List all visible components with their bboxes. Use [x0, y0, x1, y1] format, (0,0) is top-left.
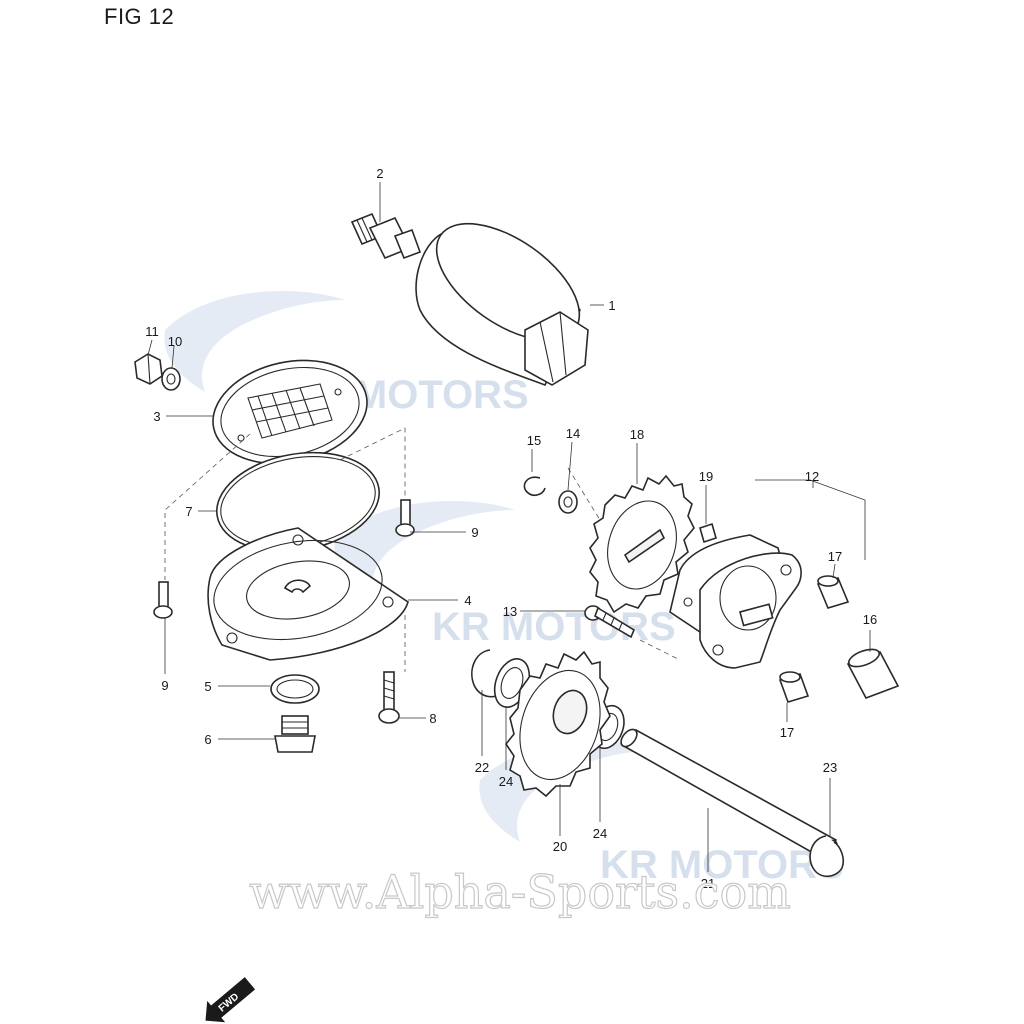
callout-8: 8: [429, 711, 436, 726]
callout-6: 6: [204, 732, 211, 747]
part-12-oil-pump: [669, 534, 802, 669]
part-21-shaft: [620, 728, 838, 860]
figure-title: FIG 12: [104, 4, 175, 29]
callout-19: 19: [699, 469, 713, 484]
part-14-washer: [558, 490, 578, 514]
callout-5: 5: [204, 679, 211, 694]
callout-23: 23: [823, 760, 837, 775]
part-16-dowel-pin: [846, 648, 900, 699]
part-9-bolt: [395, 499, 415, 537]
callout-1: 1: [608, 298, 615, 313]
part-17-dowel: [778, 671, 810, 703]
watermark-brand-text: KR MOTORS: [600, 843, 844, 887]
part-8-bolt: [378, 671, 400, 724]
fwd-arrow-icon: FWD: [205, 977, 256, 1023]
part-11-plug: [134, 353, 163, 385]
site-watermark-text: www.Alpha-Sports.com: [249, 865, 791, 919]
part-7-oring: [216, 451, 380, 553]
part-17-dowel: [816, 575, 850, 609]
part-1-oil-filter: [415, 222, 589, 387]
part-4-cover: [207, 527, 409, 661]
part-15-circlip: [523, 476, 546, 497]
part-9-bolt: [153, 581, 173, 619]
callout-17: 17: [780, 725, 794, 740]
callout-16: 16: [863, 612, 877, 627]
part-20-idle-gear: [505, 650, 611, 798]
callout-17: 17: [828, 549, 842, 564]
callout-11: 11: [145, 324, 159, 339]
callout-2: 2: [376, 166, 383, 181]
callout-4: 4: [464, 593, 471, 608]
callout-15: 15: [527, 433, 541, 448]
callout-7: 7: [185, 504, 192, 519]
callout-9: 9: [471, 525, 478, 540]
part-23-circlip: [809, 835, 845, 878]
assembly-guide-lines: [164, 427, 866, 672]
part-13-screw: [584, 605, 636, 639]
part-10-gasket: [161, 367, 181, 391]
callout-20: 20: [553, 839, 567, 854]
callout-3: 3: [153, 409, 160, 424]
callout-leaders: [147, 182, 871, 872]
callout-13: 13: [503, 604, 517, 619]
callout-10: 10: [168, 334, 182, 349]
callout-24: 24: [593, 826, 607, 841]
part-6-drain-plug: [274, 715, 316, 753]
callout-24: 24: [499, 774, 513, 789]
callout-12: 12: [805, 469, 819, 484]
part-19-pin: [699, 522, 717, 544]
part-18-driven-gear: [589, 474, 695, 614]
callout-21: 21: [701, 876, 715, 891]
callout-numbers: 2 1 11 10 3 7 9 4 9 5 6 8 15 14 18 19 12…: [145, 166, 877, 891]
part-2-stud-bolt: [350, 212, 422, 260]
callout-9: 9: [161, 678, 168, 693]
callout-22: 22: [475, 760, 489, 775]
watermark-brand-text: KR MOTORS: [432, 605, 676, 649]
callout-18: 18: [630, 427, 644, 442]
part-5-oring: [270, 674, 320, 704]
callout-14: 14: [566, 426, 580, 441]
